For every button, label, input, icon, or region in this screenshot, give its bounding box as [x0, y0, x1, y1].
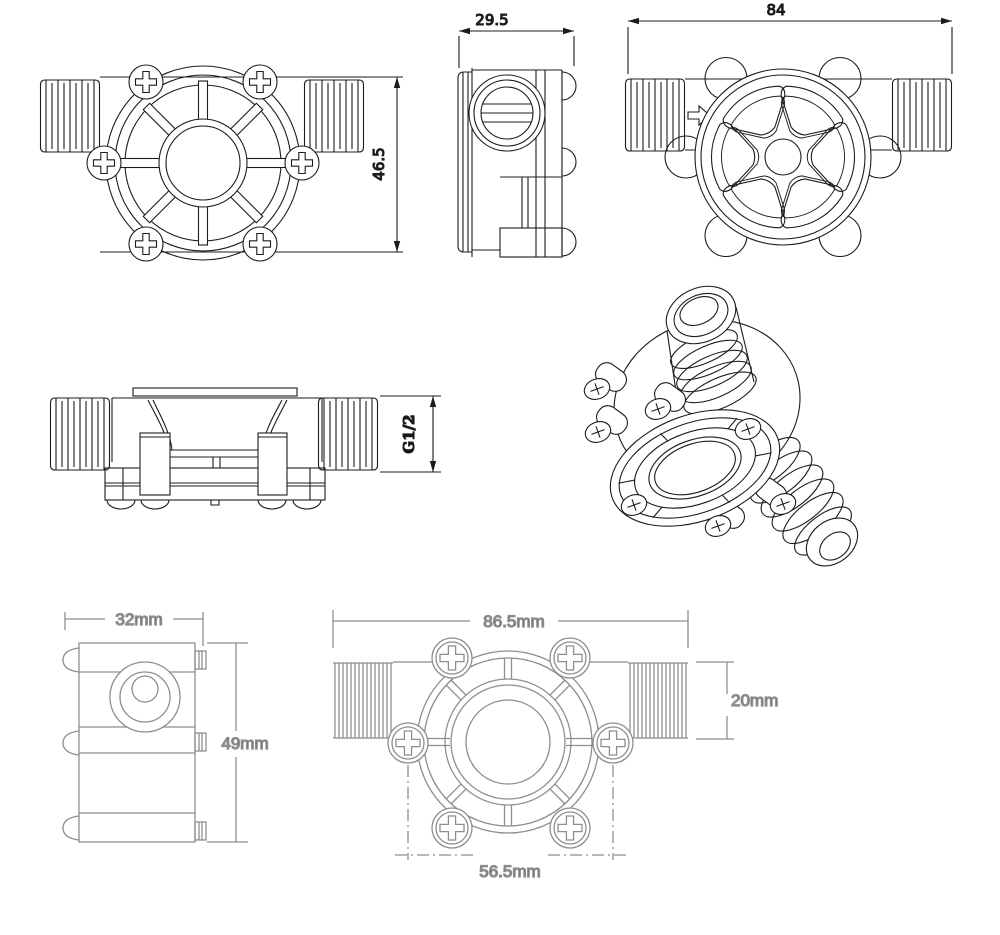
front-flange-ring [609, 409, 781, 527]
detail-front-bolt-spacing-dimension: 56.5mm [479, 862, 540, 881]
back-view-drawing: 84 [624, 0, 953, 258]
detail-spokes [405, 658, 611, 826]
detail-front-port-height-dimension: 20mm [731, 691, 778, 710]
detail-side-height-dimension: 49mm [221, 734, 268, 753]
detail-front-view-drawing: 86.5mm 20mm 56.5mm [332, 610, 779, 882]
front-height-dimension: 46.5 [370, 147, 388, 180]
iso-screw-heads [583, 378, 797, 537]
front-view-drawing: 46.5 [39, 64, 403, 262]
side-threaded-port [739, 436, 859, 567]
detail-side-view-drawing: 32mm 49mm [62, 609, 269, 843]
plan-view-drawing: G1/2 [49, 387, 441, 510]
impeller-spokes [98, 80, 308, 246]
detail-front-width-dimension: 86.5mm [483, 612, 544, 631]
thread-size-dimension: G1/2 [400, 414, 418, 453]
side-terminal-tabs [194, 650, 207, 841]
side-width-dimension: 29.5 [475, 11, 508, 29]
back-width-dimension: 84 [766, 1, 785, 19]
isometric-view-drawing [583, 285, 859, 567]
mounting-clamps [139, 432, 288, 496]
side-view-drawing: 29.5 [457, 10, 577, 258]
detail-side-width-dimension: 32mm [115, 610, 162, 629]
